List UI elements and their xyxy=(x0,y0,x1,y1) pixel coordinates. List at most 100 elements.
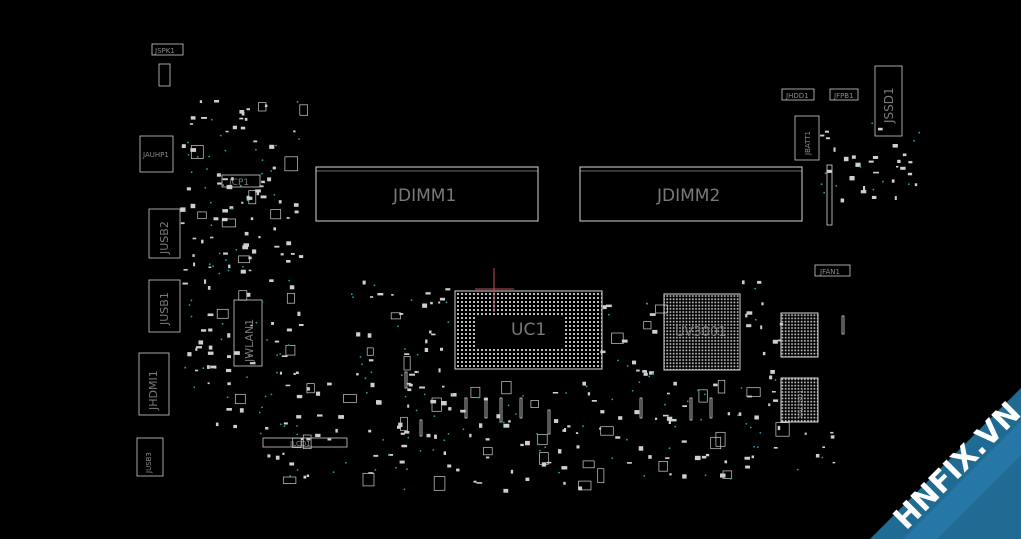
connector-jwlan1[interactable]: JWLAN1 xyxy=(233,299,263,367)
via-dot xyxy=(824,172,827,175)
via-dot xyxy=(796,468,799,471)
passive-part xyxy=(274,340,280,343)
passive-part xyxy=(208,328,213,332)
passive-part xyxy=(422,303,428,308)
via-dot xyxy=(235,249,238,251)
passive-part xyxy=(227,333,231,338)
chip-uc1[interactable]: UC1 xyxy=(454,268,603,370)
passive-part xyxy=(830,431,834,434)
connector-jhdd1[interactable]: JHDD1 xyxy=(781,88,815,101)
connector-jusb1[interactable]: JUSB1 xyxy=(148,279,181,333)
passive-part xyxy=(503,488,509,493)
via-dot xyxy=(283,425,286,427)
connector-jusb3[interactable]: JUSB3 xyxy=(136,437,164,477)
via-dot xyxy=(502,421,505,424)
passive-part xyxy=(407,388,412,392)
slot-jdimm1[interactable]: JDIMM1 xyxy=(315,166,539,222)
connector-jcp1[interactable]: JCP1 xyxy=(221,174,261,188)
via-dot xyxy=(202,367,205,370)
passive-part xyxy=(265,427,269,430)
passive-part xyxy=(248,256,252,260)
passive-part xyxy=(824,130,829,133)
passive-part xyxy=(558,449,562,454)
via-dot xyxy=(608,313,610,316)
via-dot xyxy=(184,366,187,369)
connector-jssd1[interactable]: JSSD1 xyxy=(874,65,903,137)
passive-part xyxy=(274,245,280,248)
via-dot xyxy=(835,185,838,187)
passive-part xyxy=(270,209,282,220)
passive-part xyxy=(485,456,490,459)
via-dot xyxy=(261,301,264,304)
connector-jusb2[interactable]: JUSB2 xyxy=(148,208,181,259)
via-dot xyxy=(188,304,191,306)
via-dot xyxy=(190,299,193,302)
passive-part xyxy=(408,383,413,387)
passive-part xyxy=(578,486,583,491)
via-dot xyxy=(447,321,450,323)
passive-part xyxy=(537,434,548,445)
via-dot xyxy=(227,269,230,272)
passive-part xyxy=(298,255,304,258)
via-dot xyxy=(648,375,651,378)
passive-part xyxy=(217,182,222,185)
passive-part xyxy=(871,195,877,199)
passive-part xyxy=(587,392,591,396)
passive-part xyxy=(267,177,272,182)
passive-part xyxy=(297,311,301,316)
chip-uv3001[interactable]: UV3001 xyxy=(663,293,741,371)
passive-part xyxy=(273,227,276,231)
connector-jspk1[interactable]: JSPK1 xyxy=(151,43,184,87)
label-jbatt1: JBATT1 xyxy=(804,131,812,156)
passive-part xyxy=(399,460,405,464)
passive-part xyxy=(282,476,297,484)
passive-part xyxy=(286,241,292,246)
via-dot xyxy=(820,183,823,186)
connector-jfan1[interactable]: JFAN1 xyxy=(814,264,851,277)
via-dot xyxy=(275,144,277,147)
passive-part xyxy=(414,370,419,374)
passive-part xyxy=(804,432,807,435)
chip-uv3501[interactable]: UV3501 xyxy=(780,377,819,423)
passive-part xyxy=(400,432,405,435)
passive-part xyxy=(242,245,249,250)
passive-part xyxy=(746,324,752,328)
connector-jfpb1[interactable]: JFPB1 xyxy=(829,88,859,101)
via-dot xyxy=(266,339,268,341)
via-dot xyxy=(395,466,397,469)
via-dot xyxy=(740,387,743,389)
passive-part xyxy=(745,313,748,318)
passive-part xyxy=(479,423,483,428)
passive-part xyxy=(667,392,670,395)
connector-jaudhp1[interactable]: JAUHP1 xyxy=(139,135,174,173)
connector-jlcd1[interactable]: JLCD1 xyxy=(262,437,348,448)
passive-part xyxy=(643,372,648,376)
via-dot xyxy=(365,391,368,394)
passive-part xyxy=(433,476,446,491)
passive-part xyxy=(496,414,501,419)
label-uv3001: UV3001 xyxy=(675,325,727,340)
via-dot xyxy=(700,418,702,421)
via-dot xyxy=(259,432,262,435)
label-jspk1: JSPK1 xyxy=(154,47,175,55)
passive-part xyxy=(742,280,745,285)
chip-uv3502[interactable] xyxy=(780,312,819,358)
passive-part xyxy=(239,117,244,120)
slot-jdimm2[interactable]: JDIMM2 xyxy=(579,166,803,222)
watermark: HNFIX.VN xyxy=(870,388,1021,539)
passive-part xyxy=(447,464,452,468)
passive-part xyxy=(561,466,568,470)
passive-part xyxy=(406,382,412,385)
passive-part xyxy=(602,305,607,310)
connector-jhdmi1[interactable]: JHDMI1 xyxy=(138,352,170,416)
passive-part xyxy=(655,304,668,314)
passive-part xyxy=(600,350,606,354)
passive-part xyxy=(278,200,282,204)
passive-part xyxy=(401,444,408,448)
passive-part xyxy=(525,440,530,446)
passive-part xyxy=(269,144,275,149)
label-jusb3: JUSB3 xyxy=(145,452,153,474)
connector-jbatt1[interactable]: JBATT1 xyxy=(794,115,820,161)
passive-part xyxy=(914,183,918,187)
passive-part xyxy=(563,481,566,485)
